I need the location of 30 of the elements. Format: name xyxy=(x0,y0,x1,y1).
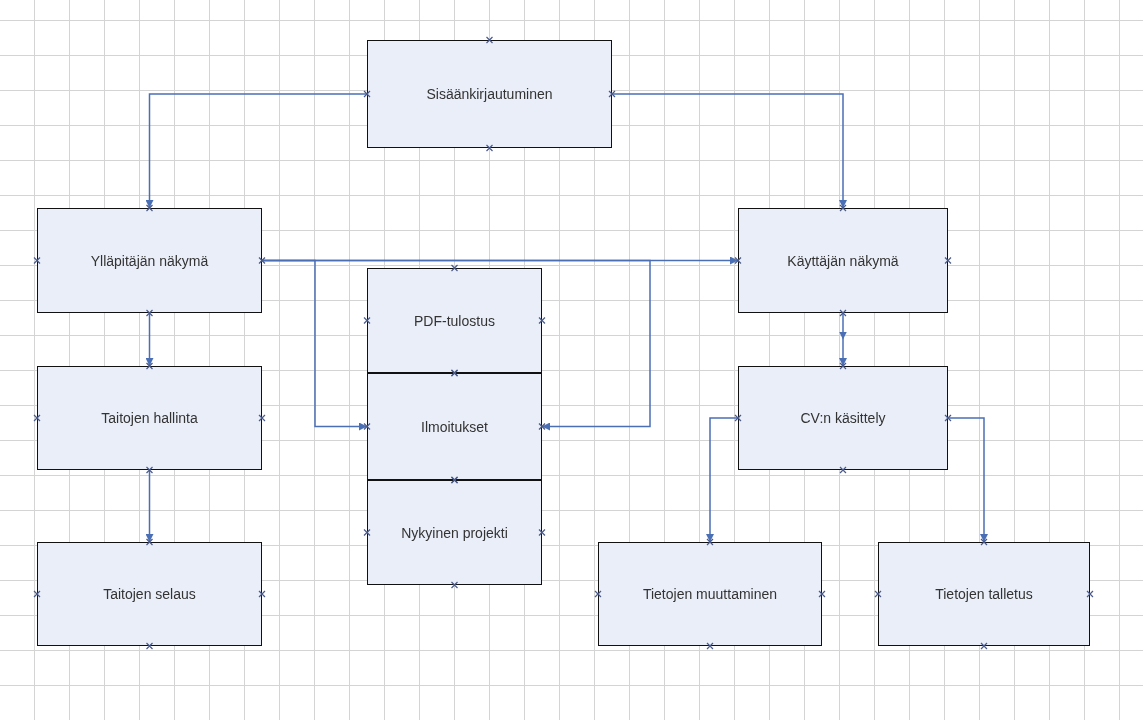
process-box xyxy=(367,268,542,373)
box-label: Ilmoitukset xyxy=(421,418,488,435)
process-box xyxy=(738,366,948,470)
arrow xyxy=(706,417,739,543)
process-box xyxy=(367,373,542,480)
process-box xyxy=(367,40,612,148)
arrow xyxy=(611,93,847,209)
box-label: PDF-tulostus xyxy=(414,312,495,329)
process-box xyxy=(37,208,262,313)
box-label: CV:n käsittely xyxy=(800,410,886,426)
box-label: Ylläpitäjän näkymä xyxy=(90,252,209,269)
process-box xyxy=(878,542,1090,646)
box-label: Tietojen talletus xyxy=(935,586,1033,602)
process-box xyxy=(37,366,262,470)
process-box xyxy=(738,208,948,313)
box-label: Taitojen selaus xyxy=(103,586,196,602)
box-label: Nykyinen projekti xyxy=(401,524,508,541)
process-box xyxy=(37,542,262,646)
arrow xyxy=(261,259,651,431)
box-label: Taitojen hallinta xyxy=(101,410,198,426)
box-label: Käyttäjän näkymä xyxy=(787,252,899,269)
box-label: Sisäänkirjautuminen xyxy=(426,86,553,102)
process-box xyxy=(367,480,542,585)
arrow xyxy=(947,417,988,543)
arrow xyxy=(145,312,154,367)
arrow xyxy=(839,312,847,367)
box-label: Tietojen muuttaminen xyxy=(642,586,778,602)
process-box xyxy=(598,542,822,646)
arrow xyxy=(145,469,154,543)
arrow xyxy=(145,93,368,209)
